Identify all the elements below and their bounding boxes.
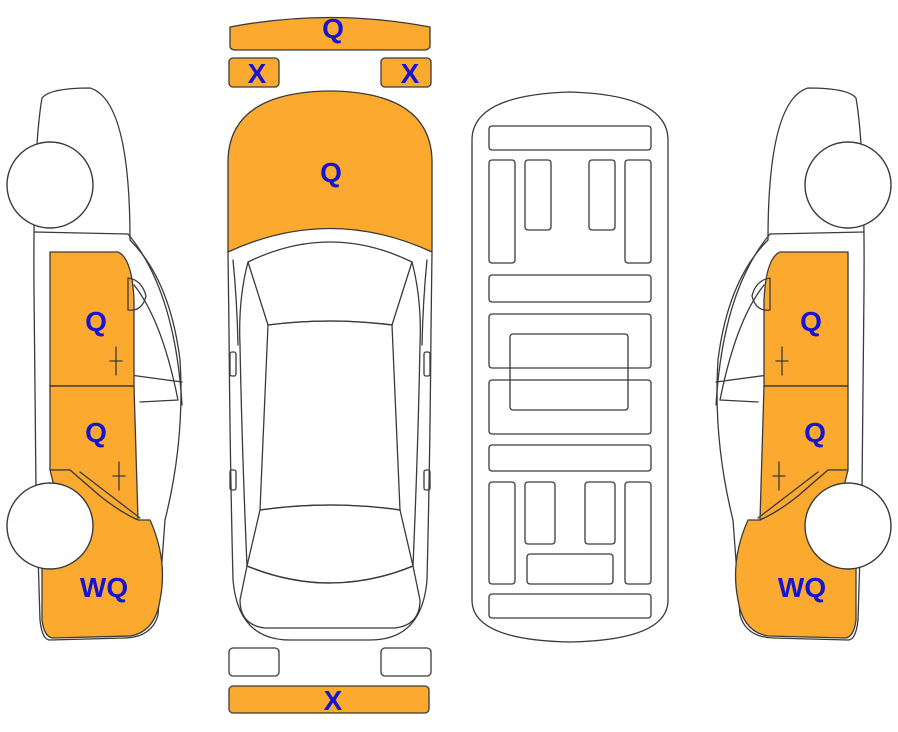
left-fog-panel[interactable] (228, 57, 280, 88)
left-rear-lamp (228, 647, 280, 677)
left-fog-label: X (248, 58, 267, 89)
left-rear-wheel-icon (6, 482, 94, 570)
left-rear-handle-icon (112, 461, 126, 491)
left-window-line (133, 284, 179, 403)
left-fender-crease (232, 259, 239, 346)
underbody-rail-7 (584, 481, 616, 545)
left-rear-door-edge (79, 471, 141, 519)
rear-bumper-panel[interactable] (228, 685, 430, 714)
underbody-rail-4 (624, 159, 652, 264)
right-side-view (715, 87, 892, 641)
right-mirror-top (423, 351, 431, 377)
underbody-rail-5 (488, 481, 516, 585)
trunk-outline (239, 565, 421, 629)
right-rear-door-edge (757, 471, 819, 519)
right-side-line (411, 261, 421, 567)
underbody-tank (509, 333, 629, 411)
right-fog-panel[interactable] (380, 57, 432, 88)
left-body-outline (33, 87, 182, 641)
damage-labels: Q X X Q X Q Q WQ Q Q WQ (80, 13, 826, 716)
right-rear-handle-icon (772, 461, 786, 491)
left-mirror-icon (127, 277, 147, 311)
right-rear-door-label: Q (804, 417, 826, 448)
left-mirror-top (229, 351, 237, 377)
left-front-handle-icon (109, 346, 123, 376)
left-sill-line (129, 374, 183, 383)
right-front-handle-icon (775, 346, 789, 376)
right-fender-crease (421, 259, 428, 346)
front-bumper-panel[interactable] (229, 16, 431, 51)
left-belt-line (33, 231, 129, 235)
underbody-outline (471, 91, 669, 643)
underbody-rail-8 (624, 481, 652, 585)
roof-outline (259, 320, 401, 511)
top-body-outline (227, 251, 433, 641)
underbody-rail-6 (524, 481, 556, 545)
right-front-door-panel[interactable] (763, 251, 849, 387)
left-side-view (6, 87, 183, 641)
left-front-door-label: Q (85, 306, 107, 337)
hood-label: Q (320, 157, 342, 188)
rear-window-outline (246, 504, 414, 584)
left-front-door-panel[interactable] (49, 251, 135, 387)
left-handle-top (229, 469, 237, 491)
underbody-cross-7 (488, 593, 652, 619)
underbody-cross-4 (488, 379, 652, 435)
rear-bumper-label: X (324, 685, 343, 716)
underbody-cross-6 (526, 553, 614, 585)
hood-panel[interactable] (227, 90, 433, 253)
right-front-door-label: Q (800, 306, 822, 337)
underbody-view (471, 91, 669, 643)
left-front-wheel-icon (6, 141, 94, 229)
underbody-cross-2 (488, 274, 652, 303)
underbody-cross-5 (488, 444, 652, 472)
right-sill-line (715, 374, 769, 383)
right-handle-top (423, 469, 431, 491)
left-side-line (239, 261, 249, 567)
right-window-line (719, 284, 765, 403)
right-body-outline (716, 87, 865, 641)
left-rear-quarter-label: WQ (80, 572, 128, 603)
right-front-wheel-icon (804, 141, 892, 229)
front-bumper-label: Q (322, 13, 344, 44)
underbody-cross-3 (488, 313, 652, 369)
right-rear-lamp (380, 647, 432, 677)
underbody-rail-3 (588, 159, 616, 231)
right-rear-wheel-icon (804, 482, 892, 570)
right-fog-label: X (401, 58, 420, 89)
underbody-rail-2 (524, 159, 552, 231)
right-rear-quarter-label: WQ (778, 572, 826, 603)
underbody-rail-1 (488, 159, 516, 264)
right-belt-line (769, 231, 865, 235)
right-mirror-icon (751, 277, 771, 311)
left-rear-door-label: Q (85, 417, 107, 448)
right-windshield-line (715, 233, 771, 406)
underbody-cross-1 (488, 125, 652, 151)
left-windshield-line (127, 233, 183, 406)
windshield-outline (247, 241, 413, 326)
top-view (227, 16, 433, 714)
